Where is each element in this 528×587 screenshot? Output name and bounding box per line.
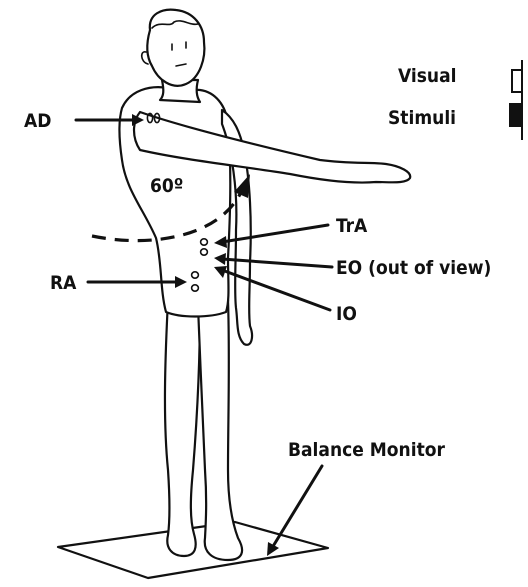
- arrow-ad: [76, 114, 144, 126]
- label-ra: RA: [50, 272, 77, 294]
- label-ad: AD: [24, 110, 51, 132]
- arrow-io: [214, 266, 330, 310]
- figure-head: [142, 10, 205, 86]
- label-angle: 60º: [150, 175, 183, 197]
- label-stimuli: Stimuli: [388, 107, 456, 129]
- label-visual: Visual: [398, 65, 456, 87]
- figure-leg-left: [165, 300, 200, 556]
- arrow-eo: [214, 253, 332, 267]
- label-tra: TrA: [336, 215, 368, 237]
- label-eo: EO (out of view): [336, 257, 491, 279]
- visual-stimuli-device: [510, 60, 522, 140]
- label-balance-monitor: Balance Monitor: [288, 439, 445, 461]
- arrow-tra: [214, 225, 328, 248]
- label-io: IO: [336, 303, 357, 325]
